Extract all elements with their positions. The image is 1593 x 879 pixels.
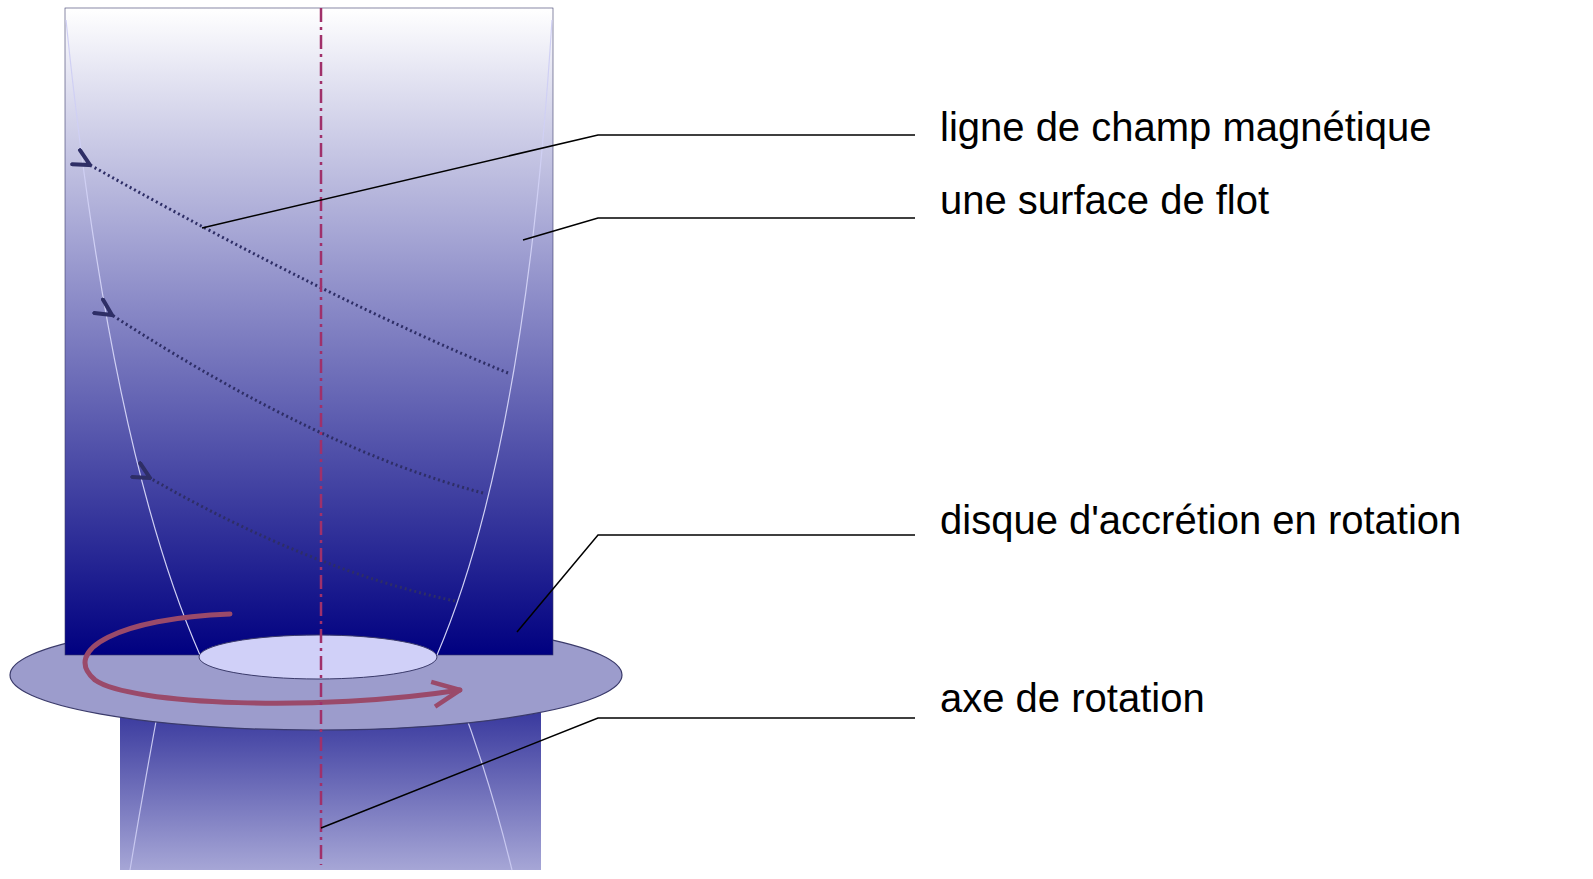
- field-line: [90, 165, 508, 373]
- leader-line: [517, 535, 915, 632]
- field-line: [150, 478, 455, 601]
- flow-surface-line: [130, 700, 160, 870]
- flow-surface-line: [66, 20, 200, 655]
- leader-line: [202, 135, 915, 228]
- flow-surface-line: [460, 700, 512, 870]
- field-line: [112, 315, 483, 493]
- rotation-arrow: [85, 614, 460, 703]
- flow-surface-line: [437, 20, 552, 655]
- callout-label: disque d'accrétion en rotation: [940, 497, 1461, 543]
- disk-inner-hole: [199, 635, 437, 679]
- callout-label: une surface de flot: [940, 177, 1269, 223]
- callout-label: axe de rotation: [940, 675, 1205, 721]
- upper-jet: [65, 8, 553, 655]
- leader-line: [523, 218, 915, 240]
- rotation-axis: [320, 8, 323, 865]
- leader-line: [321, 718, 915, 828]
- callout-label: ligne de champ magnétique: [940, 104, 1431, 150]
